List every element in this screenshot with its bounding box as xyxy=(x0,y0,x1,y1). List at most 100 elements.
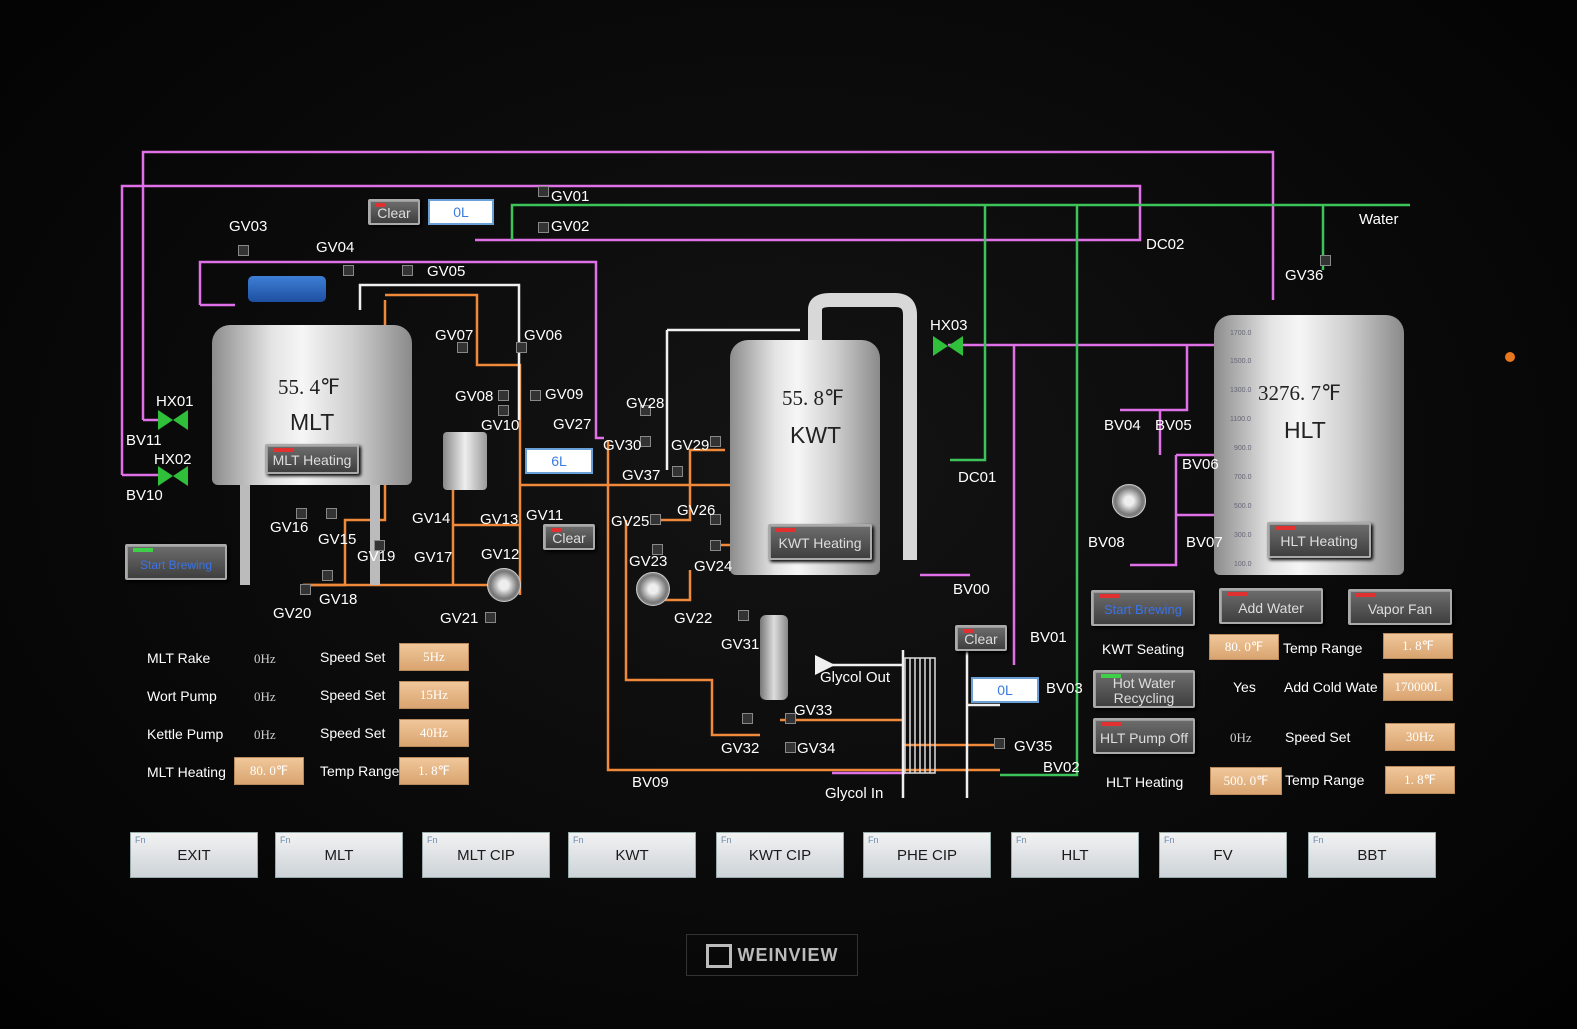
pipe-orange xyxy=(606,440,1000,772)
wort-pump-speed-input[interactable]: 15Hz xyxy=(399,681,469,709)
kwt-temp: 55. 8℉ xyxy=(782,386,844,410)
speed-set-label: Speed Set xyxy=(320,725,386,741)
mlt-motor xyxy=(248,276,326,302)
mlt-temp-range-input[interactable]: 1. 8℉ xyxy=(399,757,469,785)
pipe-white xyxy=(665,328,800,470)
valve-label-gv37: GV37 xyxy=(622,467,661,484)
valve-icon[interactable] xyxy=(785,713,796,724)
add-water-button[interactable]: Add Water xyxy=(1219,588,1323,624)
valve-icon[interactable] xyxy=(530,390,541,401)
vapor-fan-button[interactable]: Vapor Fan xyxy=(1348,589,1452,625)
mlt-heating-setpoint-input[interactable]: 80. 0℉ xyxy=(234,757,304,785)
mlt-heating-label: MLT Heating xyxy=(272,452,352,468)
indicator xyxy=(1227,592,1247,596)
hx03-valve-icon[interactable] xyxy=(933,336,963,356)
hlt-heating-button[interactable]: HLT Heating xyxy=(1267,522,1371,558)
fn-badge: Fn xyxy=(1313,835,1324,845)
nav-label: KWT xyxy=(615,847,649,864)
clear-button-mid[interactable]: Clear xyxy=(543,524,595,550)
kettle-pump-icon[interactable] xyxy=(636,572,670,606)
nav-label: EXIT xyxy=(177,847,211,864)
valve-icon[interactable] xyxy=(538,186,549,197)
valve-icon[interactable] xyxy=(640,405,651,416)
valve-icon[interactable] xyxy=(742,713,753,724)
fn-badge: Fn xyxy=(135,835,146,845)
kwt-heating-button[interactable]: KWT Heating xyxy=(768,524,872,560)
mlt-rake-hz: 0Hz xyxy=(254,651,276,666)
valve-icon[interactable] xyxy=(296,508,307,519)
clear-button-top[interactable]: Clear xyxy=(368,199,420,225)
hlt-pump-speed-input[interactable]: 30Hz xyxy=(1385,723,1455,751)
nav-label: FV xyxy=(1213,847,1233,864)
kettle-pump-speed-input[interactable]: 40Hz xyxy=(399,719,469,747)
bv-label-bv01: BV01 xyxy=(1030,629,1067,646)
kwt-seating-input[interactable]: 80. 0℉ xyxy=(1209,634,1279,660)
valve-label-gv02: GV02 xyxy=(551,218,590,235)
hx01-valve-icon[interactable] xyxy=(158,410,188,430)
gauge-tick: 1100.0 xyxy=(1230,416,1251,423)
wort-pump-hz: 0Hz xyxy=(254,689,276,704)
nav-label: HLT xyxy=(1061,847,1089,864)
brand-name: WEINVIEW xyxy=(737,945,839,965)
bv-label-bv07: BV07 xyxy=(1186,534,1223,551)
hot-water-recycling-button[interactable]: Hot Water Recycling xyxy=(1093,670,1195,708)
valve-label-gv27: GV27 xyxy=(553,416,592,433)
hx02-valve-icon[interactable] xyxy=(158,466,188,486)
start-brewing-button-right[interactable]: Start Brewing xyxy=(1091,590,1195,626)
start-brewing-button-left[interactable]: Start Brewing xyxy=(125,544,227,580)
add-cold-water-input[interactable]: 170000L xyxy=(1383,673,1453,701)
valve-icon[interactable] xyxy=(322,570,333,581)
pipe-pink xyxy=(1176,453,1218,517)
valve-icon[interactable] xyxy=(710,514,721,525)
valve-icon[interactable] xyxy=(785,742,796,753)
valve-icon[interactable] xyxy=(710,436,721,447)
pipe-pink xyxy=(475,215,1142,242)
glycol-in-label: Glycol In xyxy=(825,785,884,802)
hlt-heating-setpoint-input[interactable]: 500. 0℉ xyxy=(1210,767,1282,795)
mlt-rake-speed-input[interactable]: 5Hz xyxy=(399,643,469,671)
mlt-heating-setpoint-label: MLT Heating xyxy=(147,764,226,780)
valve-icon[interactable] xyxy=(300,584,311,595)
valve-icon[interactable] xyxy=(326,508,337,519)
valve-icon[interactable] xyxy=(1320,255,1331,266)
valve-icon[interactable] xyxy=(498,390,509,401)
nav-label: MLT CIP xyxy=(457,847,515,864)
mlt-heating-button[interactable]: MLT Heating xyxy=(265,444,359,474)
valve-icon[interactable] xyxy=(672,466,683,477)
speed-set-label: Speed Set xyxy=(1285,729,1351,745)
pipe-green xyxy=(510,203,1410,240)
clear-button-phe[interactable]: Clear xyxy=(955,625,1007,651)
valve-icon[interactable] xyxy=(343,265,354,276)
valve-icon[interactable] xyxy=(710,540,721,551)
hlt-pump-icon[interactable] xyxy=(1112,484,1146,518)
valve-icon[interactable] xyxy=(652,544,663,555)
valve-icon[interactable] xyxy=(485,612,496,623)
hlt-pump-hz: 0Hz xyxy=(1230,730,1252,745)
valve-icon[interactable] xyxy=(498,405,509,416)
indicator xyxy=(1099,594,1119,598)
kwt-temp-range-input[interactable]: 1. 8℉ xyxy=(1383,633,1453,659)
valve-icon[interactable] xyxy=(538,222,549,233)
wort-pump-icon[interactable] xyxy=(487,568,521,602)
add-water-label: Add Water xyxy=(1238,600,1304,616)
valve-icon[interactable] xyxy=(457,342,468,353)
valve-icon[interactable] xyxy=(516,342,527,353)
valve-icon[interactable] xyxy=(402,265,413,276)
valve-icon[interactable] xyxy=(738,610,749,621)
hlt-temp-range-input[interactable]: 1. 8℉ xyxy=(1385,766,1455,794)
valve-icon[interactable] xyxy=(994,738,1005,749)
valve-icon[interactable] xyxy=(238,245,249,256)
valve-icon[interactable] xyxy=(640,436,651,447)
hlt-pump-button[interactable]: HLT Pump Off xyxy=(1093,718,1195,754)
valve-icon[interactable] xyxy=(374,540,385,551)
valve-icon[interactable] xyxy=(650,514,661,525)
